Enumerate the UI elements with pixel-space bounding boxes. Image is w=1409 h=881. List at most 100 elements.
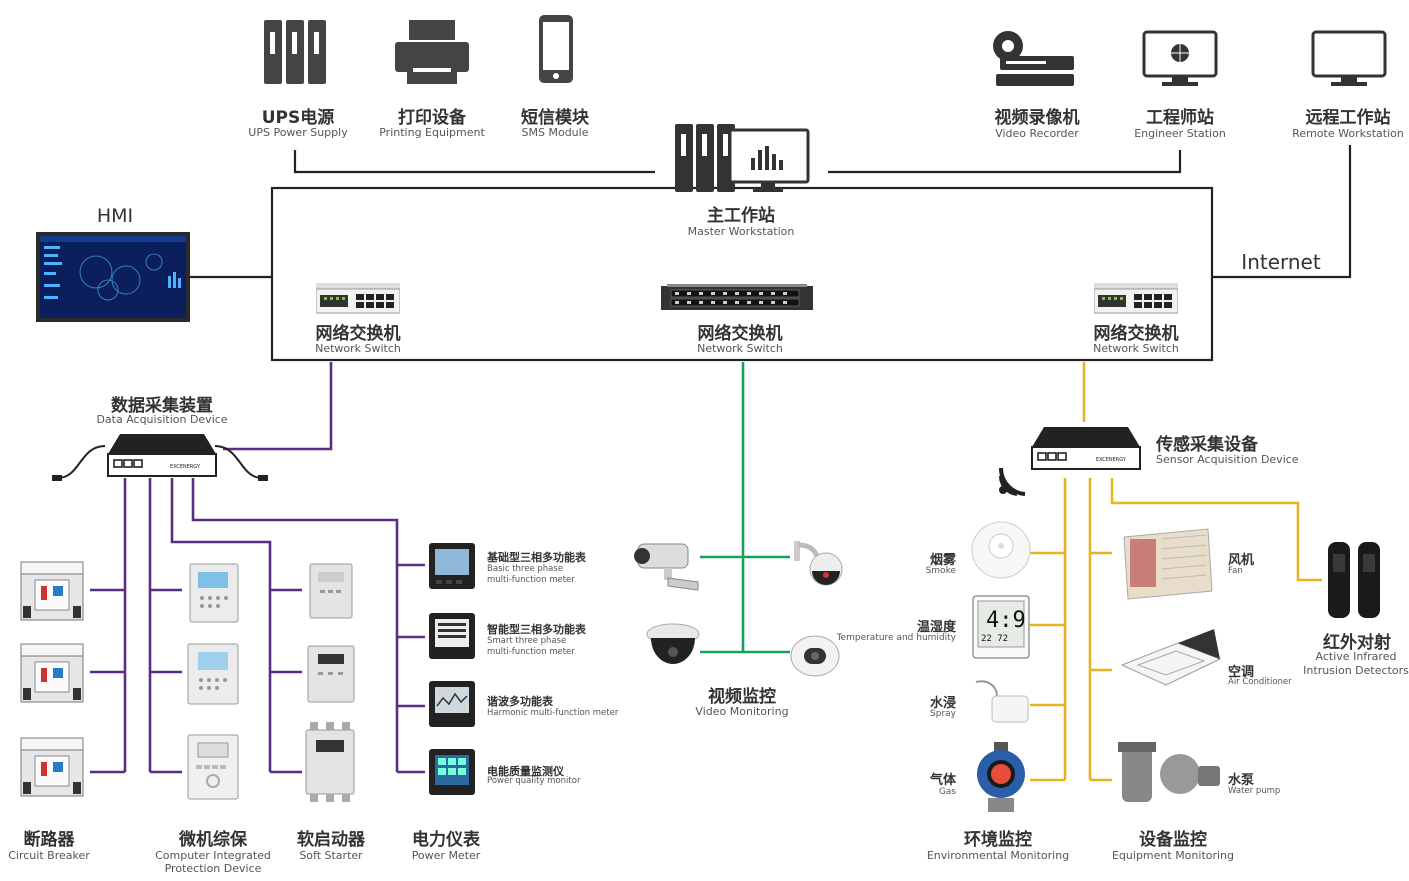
environmental-monitoring-label: 环境监控 xyxy=(964,830,1032,850)
smoke-detector-icon xyxy=(970,520,1032,584)
harmonic-meter-label: 谐波多功能表 xyxy=(487,695,553,708)
protection-device-label: 微机综保 xyxy=(179,830,247,850)
water-sensor-icon xyxy=(970,676,1032,730)
smart-meter-label: 智能型三相多功能表 xyxy=(487,623,586,636)
harmonic-meter-label-en: Harmonic multi-function meter xyxy=(487,708,619,718)
video-monitoring-label: 视频监控 xyxy=(708,687,776,707)
soft-starter-2 xyxy=(306,644,356,708)
infrared-detector-icon xyxy=(1326,540,1384,624)
soft-starter-1 xyxy=(308,562,354,624)
water-pump-label-en: Water pump xyxy=(1228,786,1281,796)
protection-device-1 xyxy=(188,562,240,628)
data-acquisition-device-icon: EXCENERGY xyxy=(106,432,218,482)
ups-label-en: UPS Power Supply xyxy=(248,126,348,139)
network-switch-center-label-en: Network Switch xyxy=(697,342,783,355)
master-workstation-icon xyxy=(675,120,810,199)
data-acquisition-label-en: Data Acquisition Device xyxy=(96,413,228,426)
temp-humidity-label: 温湿度 xyxy=(916,620,956,635)
circuit-breaker-label-en: Circuit Breaker xyxy=(8,849,90,862)
smoke-label: 烟雾 xyxy=(929,553,956,568)
network-switch-right-label: 网络交换机 xyxy=(1093,324,1179,344)
gas-label: 气体 xyxy=(929,773,956,788)
bullet-camera-icon xyxy=(630,538,702,596)
master-workstation-label-en: Master Workstation xyxy=(687,225,795,238)
fan-label: 风机 xyxy=(1228,553,1255,568)
power-meter-label: 电力仪表 xyxy=(412,830,480,850)
basic-meter-label-en2: multi-function meter xyxy=(487,575,575,585)
power-meter-label-en: Power Meter xyxy=(411,849,481,862)
protection-device-label-en: Computer Integrated xyxy=(155,849,271,862)
temp-humidity-label-en: Temperature and humidity xyxy=(836,633,956,643)
video-monitoring-label-en: Video Monitoring xyxy=(695,705,789,718)
infrared-label: 红外对射 xyxy=(1323,633,1391,653)
printer-label-en: Printing Equipment xyxy=(379,126,485,139)
engineer-station-icon xyxy=(1142,30,1218,92)
air-conditioner-label: 空调 xyxy=(1228,665,1255,680)
network-switch-center-icon xyxy=(661,282,813,318)
environmental-monitoring-label-en: Environmental Monitoring xyxy=(926,849,1070,862)
printer-icon xyxy=(393,18,471,90)
basic-three-phase-meter xyxy=(428,542,476,594)
network-switch-right-label-en: Network Switch xyxy=(1093,342,1179,355)
network-switch-right-icon xyxy=(1093,283,1179,319)
air-conditioner-label-en: Air Conditioner xyxy=(1228,677,1292,687)
air-conditioner-icon xyxy=(1118,625,1222,703)
sensor-acquisition-device-icon: EXCENERGY xyxy=(1030,425,1142,475)
remote-workstation-label: 远程工作站 xyxy=(1305,108,1391,128)
gas-detector-icon xyxy=(972,742,1030,818)
sms-label: 短信模块 xyxy=(521,108,589,128)
ups-icon xyxy=(264,18,326,90)
network-switch-center-label: 网络交换机 xyxy=(697,324,783,344)
sensor-acquisition-label-en: Sensor Acquisition Device xyxy=(1156,453,1299,466)
sms-label-en: SMS Module xyxy=(521,126,589,139)
equipment-monitoring-label-en: Equipment Monitoring xyxy=(1111,849,1235,862)
dome-camera-icon-2 xyxy=(788,630,842,682)
power-quality-label-en: Power quality monitor xyxy=(487,776,581,786)
fan-icon xyxy=(1122,527,1214,605)
network-switch-left-label-en: Network Switch xyxy=(315,342,401,355)
smoke-label-en: Smoke xyxy=(925,566,956,576)
video-recorder-label-en: Video Recorder xyxy=(995,127,1079,140)
infrared-label-en1: Active Infrared xyxy=(1315,650,1397,663)
data-acquisition-label: 数据采集装置 xyxy=(111,396,213,416)
smart-meter-label-en2: multi-function meter xyxy=(487,647,575,657)
engineer-station-label-en: Engineer Station xyxy=(1134,127,1226,140)
smart-three-phase-meter xyxy=(428,612,476,664)
video-recorder-label: 视频录像机 xyxy=(994,108,1080,128)
gas-label-en: Gas xyxy=(938,787,956,797)
circuit-breaker-label: 断路器 xyxy=(23,830,75,850)
spray-label: 水浸 xyxy=(929,696,956,711)
dac-brand-text: EXCENERGY xyxy=(170,464,201,470)
protection-device-2 xyxy=(186,642,240,710)
basic-meter-label: 基础型三相多功能表 xyxy=(487,551,586,564)
ptz-camera-icon xyxy=(792,535,846,595)
fan-label-en: Fan xyxy=(1228,566,1243,576)
svg-text:4:9: 4:9 xyxy=(986,608,1026,633)
printer-label: 打印设备 xyxy=(398,108,466,128)
harmonic-meter xyxy=(428,680,476,732)
dome-camera-icon-1 xyxy=(645,622,701,676)
network-switch-left-icon xyxy=(315,283,401,319)
svg-text:22 72: 22 72 xyxy=(981,634,1008,644)
spray-label-en: Spray xyxy=(930,709,956,719)
remote-workstation-label-en: Remote Workstation xyxy=(1292,127,1404,140)
engineer-station-label: 工程师站 xyxy=(1146,108,1214,128)
soft-starter-3 xyxy=(304,722,356,806)
internet-label: Internet xyxy=(1241,250,1321,274)
protection-device-3 xyxy=(186,733,240,805)
infrared-label-en2: Intrusion Detectors xyxy=(1303,664,1409,677)
water-pump-label: 水泵 xyxy=(1228,773,1255,788)
master-workstation-label: 主工作站 xyxy=(707,206,775,226)
remote-workstation-icon xyxy=(1311,30,1387,92)
circuit-breaker-2 xyxy=(17,640,87,710)
sensor-acquisition-label: 传感采集设备 xyxy=(1156,435,1258,455)
basic-meter-label-en1: Basic three phase xyxy=(487,564,564,574)
protection-device-label-en2: Protection Device xyxy=(164,862,262,875)
sensor-acq-brand-text: EXCENERGY xyxy=(1096,457,1127,463)
circuit-breaker-3 xyxy=(17,734,87,804)
circuit-breaker-1 xyxy=(17,558,87,628)
power-quality-label: 电能质量监测仪 xyxy=(487,765,564,778)
hmi-screen xyxy=(36,232,190,326)
